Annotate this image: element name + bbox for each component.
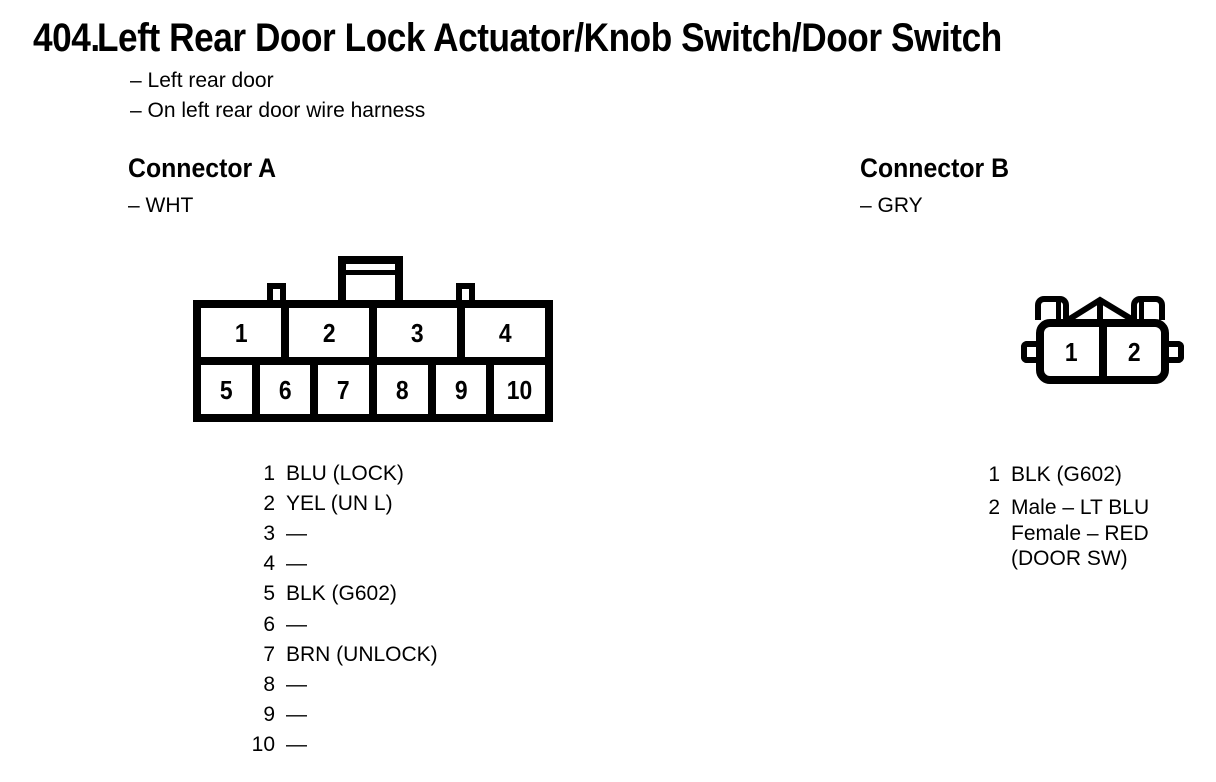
- pin-wire-label-line: Female – RED: [1011, 521, 1149, 545]
- pin-wire-label-line: Male – LT BLU: [1011, 495, 1150, 519]
- note-line: – Left rear door: [130, 69, 274, 92]
- pin-cell-number: 2: [1127, 336, 1141, 367]
- connector-b-ear-icon: [1164, 341, 1184, 363]
- pin-cell: 8: [377, 365, 436, 414]
- pin-cell-number: 5: [219, 374, 233, 405]
- pin-cell-number: 3: [410, 317, 424, 348]
- pin-number: 6: [263, 612, 275, 636]
- page-title: Left Rear Door Lock Actuator/Knob Switch…: [97, 16, 1002, 60]
- pin-cell-number: 7: [337, 374, 351, 405]
- connector-a-latch-icon: [338, 256, 403, 300]
- location-notes: – Left rear door – On left rear door wir…: [130, 66, 425, 125]
- pin-cell: 2: [1107, 327, 1162, 376]
- pin-row: 7 BRN (UNLOCK): [230, 640, 438, 670]
- pin-number: 1: [263, 462, 275, 486]
- connector-a-top-row: 1 2 3 4: [201, 308, 545, 365]
- pin-number: 7: [263, 642, 275, 666]
- connector-a-bottom-row: 5 6 7 8 9 10: [201, 365, 545, 414]
- pin-wire-label: YEL (UN L): [286, 492, 393, 516]
- pin-cell-number: 10: [506, 374, 533, 405]
- pin-number: 8: [263, 672, 275, 696]
- pin-row: 3 —: [230, 519, 438, 549]
- pin-row: 2 Male – LT BLU Female – RED (DOOR SW): [948, 491, 1149, 572]
- connector-b-tab-icon: [1131, 296, 1165, 320]
- pin-row: 1 BLU (LOCK): [230, 459, 438, 489]
- pin-cell: 10: [494, 365, 545, 414]
- connector-b-tab-icon: [1035, 296, 1069, 320]
- pin-row: 1 BLK (G602): [948, 459, 1149, 491]
- pin-wire-label-line: (DOOR SW): [1011, 547, 1128, 571]
- pin-number: 9: [263, 702, 275, 726]
- connector-a-color-note: – WHT: [128, 194, 194, 217]
- pin-wire-label: —: [286, 522, 307, 546]
- pin-cell: 2: [289, 308, 377, 357]
- pin-wire-label: —: [286, 672, 307, 696]
- pin-row: 4 —: [230, 549, 438, 579]
- pin-cell-number: 1: [1064, 336, 1078, 367]
- pin-cell: 4: [465, 308, 545, 357]
- pin-row: 2 YEL (UN L): [230, 489, 438, 519]
- pin-number: 5: [263, 582, 275, 606]
- connector-a-index-bump-icon: [456, 283, 475, 300]
- page-item-number: 404.: [33, 16, 100, 60]
- pin-cell: 6: [260, 365, 319, 414]
- pin-wire-label: BRN (UNLOCK): [286, 642, 438, 666]
- pin-wire-label: BLK (G602): [286, 582, 397, 606]
- pin-number: 2: [988, 495, 1000, 519]
- pin-cell: 1: [1044, 327, 1107, 376]
- pin-wire-label: —: [286, 612, 307, 636]
- connector-b-pin-list: 1 BLK (G602) 2 Male – LT BLU Female – RE…: [948, 459, 1149, 572]
- pin-number: 3: [263, 522, 275, 546]
- pin-wire-label: BLK (G602): [1011, 462, 1122, 486]
- connector-a-diagram: 1 2 3 4 5 6 7 8 9 10: [193, 300, 553, 422]
- pin-number: 1: [988, 462, 1000, 486]
- pin-cell-number: 1: [234, 317, 248, 348]
- pin-row: 5 BLK (G602): [230, 579, 438, 609]
- pin-row: 10 —: [230, 730, 438, 760]
- pin-wire-label: —: [286, 732, 307, 756]
- pin-cell-number: 8: [395, 374, 409, 405]
- pin-cell: 7: [318, 365, 378, 414]
- pin-cell: 1: [201, 308, 289, 357]
- pin-number: 10: [251, 732, 275, 756]
- pin-cell-number: 6: [278, 374, 292, 405]
- connector-a-pin-list: 1 BLU (LOCK) 2 YEL (UN L) 3 — 4 — 5 BLK …: [230, 459, 438, 760]
- pin-number: 4: [263, 552, 275, 576]
- pin-cell-number: 2: [322, 317, 336, 348]
- connector-b-heading: Connector B: [860, 153, 1010, 183]
- connector-a-index-bump-icon: [267, 283, 286, 300]
- pin-number: 2: [263, 492, 275, 516]
- pin-wire-label: Male – LT BLU Female – RED (DOOR SW): [1011, 495, 1149, 572]
- pin-cell: 3: [377, 308, 465, 357]
- pin-wire-label: BLU (LOCK): [286, 462, 404, 486]
- pin-cell: 5: [201, 365, 260, 414]
- pin-cell: 9: [436, 365, 495, 414]
- pin-row: 6 —: [230, 609, 438, 639]
- pin-wire-label: —: [286, 552, 307, 576]
- connector-b-diagram: 1 2: [1036, 319, 1169, 384]
- pin-cell-number: 4: [498, 317, 512, 348]
- connector-a-heading: Connector A: [128, 153, 277, 183]
- pin-row: 8 —: [230, 670, 438, 700]
- connector-b-color-note: – GRY: [860, 194, 923, 217]
- pin-row: 9 —: [230, 700, 438, 730]
- note-line: – On left rear door wire harness: [130, 98, 426, 122]
- pin-wire-label: —: [286, 702, 307, 726]
- pin-cell-number: 9: [454, 374, 468, 405]
